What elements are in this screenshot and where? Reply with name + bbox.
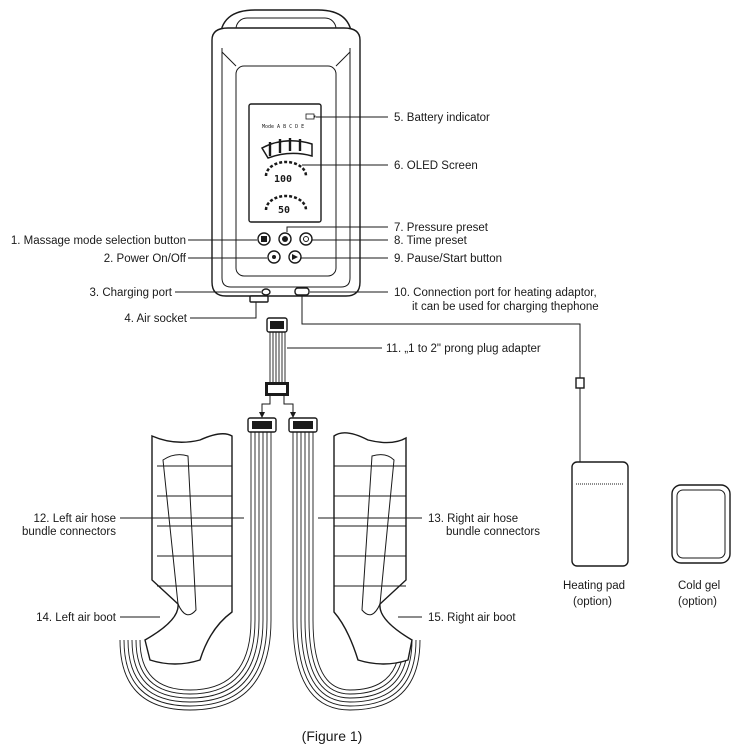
left-air-boot (144, 433, 233, 665)
time-dial: 50 (264, 194, 308, 216)
usb-plug-icon (575, 377, 585, 462)
time-preset-button[interactable] (299, 232, 313, 246)
right-air-boot (333, 432, 413, 665)
label-right-boot: 15. Right air boot (428, 612, 516, 624)
label-right-hose-1: 13. Right air hose (428, 513, 518, 525)
cold-gel-label-1: Cold gel (678, 580, 720, 592)
label-left-boot: 14. Left air boot (36, 612, 117, 624)
label-mode-button: 1. Massage mode selection button (11, 235, 186, 247)
control-unit: Mode A B C D E 100 50 (211, 9, 361, 303)
heating-connection-port[interactable] (294, 287, 310, 296)
label-connection-port-2: it can be used for charging thephone (412, 301, 599, 313)
label-air-socket: 4. Air socket (124, 313, 187, 325)
label-pause-start: 9. Pause/Start button (394, 253, 502, 265)
time-value: 50 (278, 205, 290, 216)
left-hose-bundle (119, 417, 277, 711)
pressure-preset-button[interactable] (278, 232, 292, 246)
leader-lines (120, 116, 422, 618)
label-oled: 6. OLED Screen (394, 160, 478, 172)
heating-pad-label-1: Heating pad (563, 580, 625, 592)
label-power: 2. Power On/Off (104, 253, 187, 265)
prong-plug-adapter[interactable] (265, 317, 289, 396)
label-time-preset: 8. Time preset (394, 235, 468, 247)
label-battery: 5. Battery indicator (394, 112, 490, 124)
heating-pad (571, 461, 629, 567)
label-plug-adapter: 11. „1 to 2" prong plug adapter (386, 343, 541, 355)
cold-gel-label-2: (option) (678, 596, 717, 608)
label-connection-port-1: 10. Connection port for heating adaptor, (394, 287, 597, 299)
cold-gel (671, 484, 731, 564)
label-charging-port: 3. Charging port (90, 287, 173, 299)
label-left-hose-1: 12. Left air hose (34, 513, 116, 525)
pressure-dial: 100 (264, 160, 308, 185)
leg-graphic-icon (260, 140, 313, 159)
label-right-hose-2: bundle connectors (446, 526, 540, 538)
heating-pad-label-2: (option) (573, 596, 612, 608)
mode-selection-button[interactable] (257, 232, 271, 246)
label-pressure-preset: 7. Pressure preset (394, 222, 489, 234)
right-hose-bundle (288, 417, 421, 711)
air-socket[interactable] (249, 295, 269, 303)
pressure-value: 100 (274, 174, 292, 185)
screen-mode-text: Mode A B C D E (262, 124, 304, 130)
figure-caption: (Figure 1) (302, 728, 363, 744)
charging-port[interactable] (261, 288, 271, 296)
battery-icon (305, 113, 316, 120)
pause-start-button[interactable] (288, 250, 302, 264)
power-button[interactable] (267, 250, 281, 264)
label-left-hose-2: bundle connectors (22, 526, 116, 538)
